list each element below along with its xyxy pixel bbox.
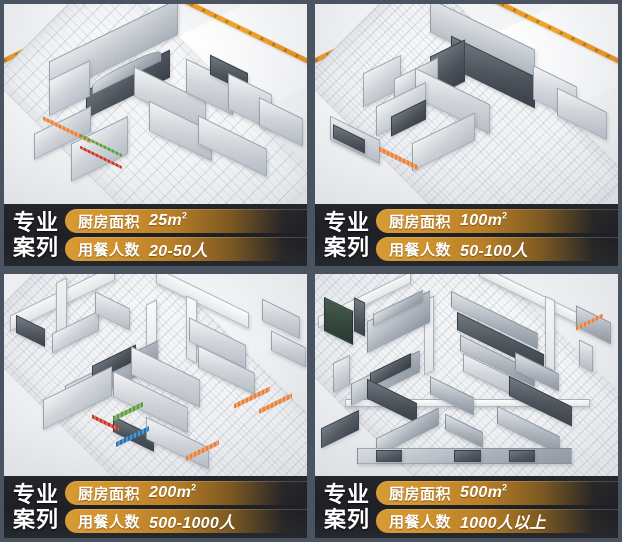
spec-value: 100m2 bbox=[460, 210, 508, 229]
spec-value: 20-50人 bbox=[149, 243, 208, 260]
spec-value: 25m2 bbox=[149, 210, 188, 229]
brand-line-2: 案列 bbox=[324, 507, 371, 532]
spec-capacity-4: 用餐人数 1000人以上 bbox=[376, 509, 618, 533]
spec-label: 厨房面积 bbox=[389, 485, 452, 503]
brand-line-1: 专业 bbox=[324, 210, 371, 235]
brand-line-1: 专业 bbox=[13, 482, 60, 507]
brand-line-2: 案列 bbox=[324, 235, 371, 260]
brand-line-2: 案列 bbox=[13, 235, 60, 260]
spec-label: 用餐人数 bbox=[78, 513, 141, 531]
spec-label: 用餐人数 bbox=[389, 513, 452, 531]
case-card-4[interactable]: 专业 案列 厨房面积 500m2 用餐人数 1000人以上 bbox=[311, 270, 622, 542]
kitchen-render-2 bbox=[315, 4, 618, 204]
spec-list-4: 厨房面积 500m2 用餐人数 1000人以上 bbox=[376, 481, 618, 533]
kitchen-render-1 bbox=[4, 4, 307, 204]
brand-label-3: 专业 案列 bbox=[13, 482, 65, 532]
brand-label-4: 专业 案列 bbox=[324, 482, 376, 532]
spec-value: 50-100人 bbox=[460, 243, 528, 260]
spec-area-4: 厨房面积 500m2 bbox=[376, 481, 618, 505]
case-card-2[interactable]: 专业 案列 厨房面积 100m2 用餐人数 50-100人 bbox=[311, 0, 622, 270]
spec-area-3: 厨房面积 200m2 bbox=[65, 481, 307, 505]
spec-value: 200m2 bbox=[149, 482, 197, 501]
case-caption-1: 专业 案列 厨房面积 25m2 用餐人数 20-50人 bbox=[4, 204, 307, 266]
case-caption-3: 专业 案列 厨房面积 200m2 用餐人数 500-1000人 bbox=[4, 476, 307, 538]
case-caption-2: 专业 案列 厨房面积 100m2 用餐人数 50-100人 bbox=[315, 204, 618, 266]
spec-list-1: 厨房面积 25m2 用餐人数 20-50人 bbox=[65, 209, 307, 261]
spec-value: 1000人以上 bbox=[460, 515, 546, 532]
spec-capacity-3: 用餐人数 500-1000人 bbox=[65, 509, 307, 533]
spec-capacity-2: 用餐人数 50-100人 bbox=[376, 237, 618, 261]
brand-line-2: 案列 bbox=[13, 507, 60, 532]
spec-capacity-1: 用餐人数 20-50人 bbox=[65, 237, 307, 261]
spec-value: 500-1000人 bbox=[149, 515, 236, 532]
spec-list-2: 厨房面积 100m2 用餐人数 50-100人 bbox=[376, 209, 618, 261]
brand-label-1: 专业 案列 bbox=[13, 210, 65, 260]
brand-line-1: 专业 bbox=[13, 210, 60, 235]
spec-label: 用餐人数 bbox=[78, 241, 141, 259]
spec-value: 500m2 bbox=[460, 482, 508, 501]
spec-list-3: 厨房面积 200m2 用餐人数 500-1000人 bbox=[65, 481, 307, 533]
kitchen-render-4 bbox=[315, 274, 618, 476]
spec-area-2: 厨房面积 100m2 bbox=[376, 209, 618, 233]
spec-label: 用餐人数 bbox=[389, 241, 452, 259]
spec-label: 厨房面积 bbox=[389, 213, 452, 231]
spec-area-1: 厨房面积 25m2 bbox=[65, 209, 307, 233]
spec-label: 厨房面积 bbox=[78, 213, 141, 231]
spec-label: 厨房面积 bbox=[78, 485, 141, 503]
kitchen-render-3 bbox=[4, 274, 307, 476]
brand-line-1: 专业 bbox=[324, 482, 371, 507]
case-card-3[interactable]: 专业 案列 厨房面积 200m2 用餐人数 500-1000人 bbox=[0, 270, 311, 542]
brand-label-2: 专业 案列 bbox=[324, 210, 376, 260]
case-caption-4: 专业 案列 厨房面积 500m2 用餐人数 1000人以上 bbox=[315, 476, 618, 538]
case-card-1[interactable]: 专业 案列 厨房面积 25m2 用餐人数 20-50人 bbox=[0, 0, 311, 270]
